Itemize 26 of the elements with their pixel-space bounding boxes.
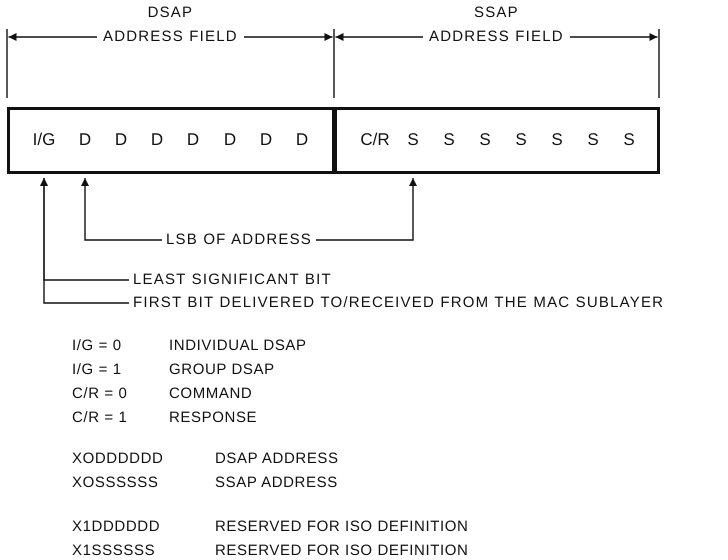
table-cell: XOSSSSSS bbox=[72, 474, 159, 492]
table-cell: DSAP ADDRESS bbox=[215, 450, 339, 468]
callout-label: FIRST BIT DELIVERED TO/RECEIVED FROM THE MAC SUBLAYER bbox=[133, 294, 664, 312]
table-cell: I/G = 1 bbox=[72, 361, 122, 379]
table-cell: INDIVIDUAL DSAP bbox=[169, 337, 307, 355]
table-cell: GROUP DSAP bbox=[169, 361, 275, 379]
table-cell: RESERVED FOR ISO DEFINITION bbox=[215, 518, 468, 536]
address-field-box bbox=[7, 107, 335, 174]
leader-line bbox=[40, 178, 129, 304]
bit-label: C/R bbox=[355, 109, 395, 171]
table-cell: C/R = 0 bbox=[72, 385, 128, 403]
table-cell: SSAP ADDRESS bbox=[215, 474, 338, 492]
callout-label: LEAST SIGNIFICANT BIT bbox=[133, 271, 332, 289]
table-cell: X1DDDDDD bbox=[72, 518, 160, 536]
table-cell: COMMAND bbox=[169, 385, 252, 403]
table-cell: RESERVED FOR ISO DEFINITION bbox=[215, 542, 468, 560]
table-cell: RESPONSE bbox=[169, 409, 258, 427]
leader-line bbox=[316, 178, 417, 241]
address-field-box bbox=[334, 107, 660, 174]
bit-label: I/G bbox=[24, 109, 64, 171]
table-cell: C/R = 1 bbox=[72, 409, 128, 427]
table-cell: XODDDDDD bbox=[72, 450, 164, 468]
callout-label: LSB OF ADDRESS bbox=[166, 231, 312, 249]
table-cell: I/G = 0 bbox=[72, 337, 122, 355]
table-cell: X1SSSSSS bbox=[72, 542, 156, 560]
leader-line bbox=[81, 178, 162, 241]
